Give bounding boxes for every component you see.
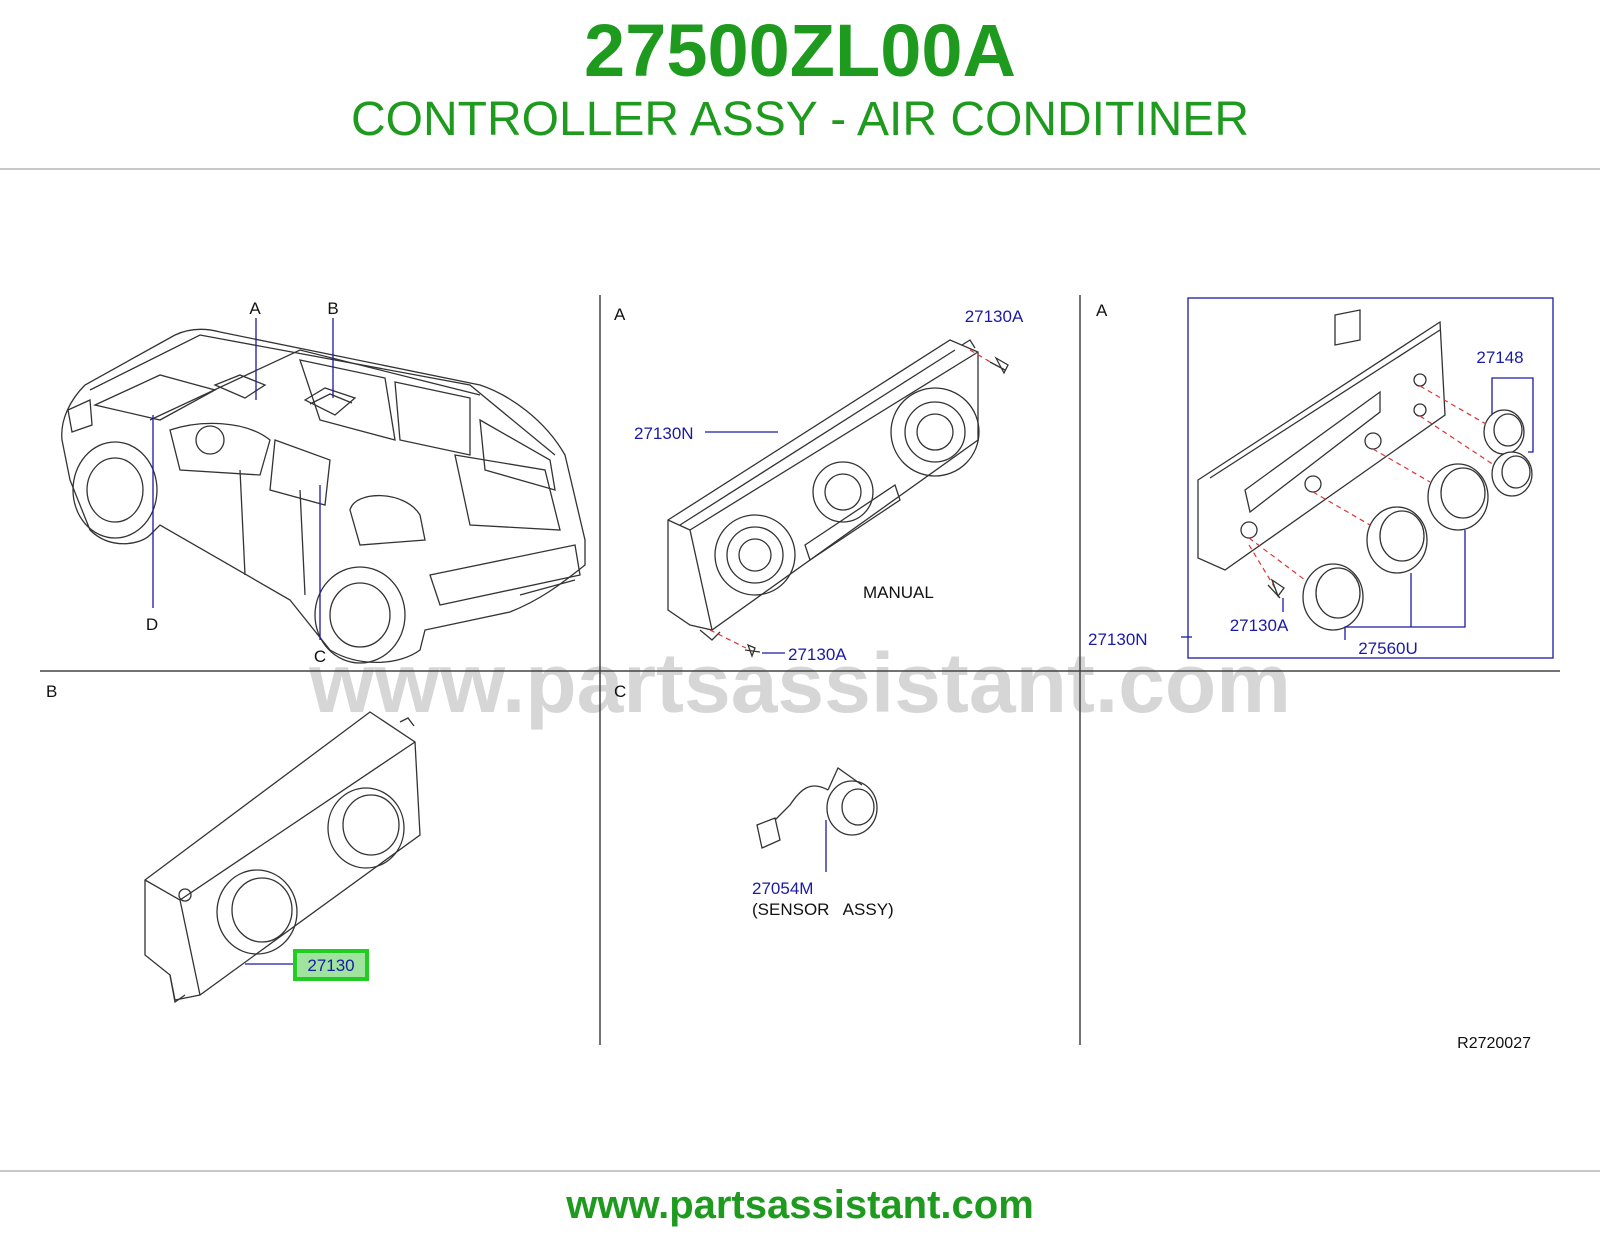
auto-section-label: A: [1096, 301, 1108, 320]
manual-section-label: A: [614, 305, 626, 324]
auto-knob-icons: [1302, 409, 1533, 631]
auto-dashed-leaders: [1248, 385, 1495, 589]
auto-part-27148[interactable]: 27148: [1476, 348, 1523, 367]
watermark-text: www.partsassistant.com: [308, 636, 1291, 730]
auto-detail-frame: [1187, 297, 1554, 659]
auto-part-27130n[interactable]: 27130N: [1088, 630, 1148, 649]
vehicle-callout-lines: [152, 318, 334, 640]
footer-url[interactable]: www.partsassistant.com: [566, 1183, 1034, 1227]
manual-callout-lines: [705, 431, 785, 654]
footer-divider: [0, 1170, 1600, 1172]
rear-section-label: B: [46, 682, 57, 701]
auto-screw-icon: [1267, 578, 1285, 599]
vehicle-label-b: B: [327, 299, 338, 318]
auto-part-27560u[interactable]: 27560U: [1358, 639, 1418, 658]
manual-part-27130n[interactable]: 27130N: [634, 424, 694, 443]
vehicle-label-a: A: [249, 299, 261, 318]
part-name-subtitle: CONTROLLER ASSY - AIR CONDITINER: [351, 93, 1249, 146]
manual-dashed-leaders: [709, 349, 993, 649]
part-number-title: 27500ZL00A: [584, 9, 1016, 92]
diagram-reference: R2720027: [1457, 1035, 1531, 1052]
manual-note: MANUAL: [863, 583, 934, 602]
auto-controller-illustration: [1197, 309, 1446, 571]
manual-part-27130a-bottom[interactable]: 27130A: [788, 645, 847, 664]
vehicle-illustration: [61, 328, 586, 664]
manual-controller-illustration: [667, 339, 980, 641]
auto-part-27130a[interactable]: 27130A: [1230, 616, 1289, 635]
manual-part-27130a-top[interactable]: 27130A: [965, 307, 1024, 326]
sensor-section-label: C: [614, 682, 626, 701]
sensor-part-desc: (SENSOR ASSY): [752, 900, 894, 919]
manual-screw-icons: [744, 356, 1009, 658]
header-divider: [0, 168, 1600, 170]
sensor-illustration: [756, 767, 878, 849]
rear-part-highlight: [293, 949, 369, 981]
sensor-part-27054m[interactable]: 27054M: [752, 879, 813, 898]
vehicle-label-c: C: [314, 647, 326, 666]
vehicle-label-d: D: [146, 615, 158, 634]
auto-callout-lines: [1181, 377, 1534, 640]
rear-controller-illustration: [144, 711, 421, 1004]
rear-part-27130[interactable]: 27130: [307, 956, 354, 975]
panel-dividers: [40, 295, 1560, 1045]
